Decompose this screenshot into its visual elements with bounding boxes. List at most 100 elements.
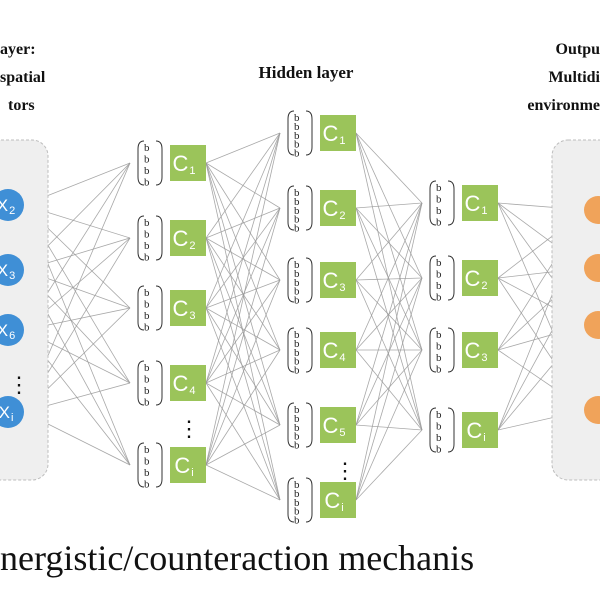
output-node-4 [584,396,600,424]
bracket-b-label: b [436,216,442,228]
bracket-b-label: b [144,165,150,177]
edge-line [355,202,423,426]
bracket-b-label: b [294,121,300,133]
edge-line [355,132,423,204]
hidden-node-square [462,412,498,448]
bracket-b-label: b [436,205,442,217]
hidden-node-square [170,145,206,181]
hidden-node-subscript: 2 [189,240,195,252]
bracket-b-label: b [294,112,300,124]
hidden-node-square [462,332,498,368]
bracket-b-label: b [144,217,150,229]
bracket-b-label: b [436,291,442,303]
input-ellipsis: ⋮ [8,372,30,397]
input-node-xi: Xi [0,396,24,428]
edge-line [355,279,423,431]
edge-line [205,307,281,351]
bracket-b-label: b [436,280,442,292]
bracket-left [429,180,437,226]
hidden-node-square [320,190,356,226]
edge-line [205,349,281,384]
edge-line [355,202,423,281]
bracket-b-label: b [144,321,150,333]
bracket-right [305,327,313,373]
input-node-circle [0,396,24,428]
bracket-b-label: b [436,443,442,455]
bracket-b-label: b [294,187,300,199]
edge-line [205,279,281,309]
bracket-b-label: b [294,479,300,491]
nodes-layer: X2X3X6XibbbbC1bbbbC2bbbbC3bbbbC4bbbbCibb… [0,110,600,527]
bracket-b-label: b [144,478,150,490]
hidden-node-subscript: 1 [481,205,487,217]
bracket-b-label: b [436,193,442,205]
edge-line [205,132,281,239]
mechanism-caption: nergistic/counteraction mechanis [0,538,474,578]
hidden-node-square [462,260,498,296]
hidden-node-subscript: i [341,502,343,514]
bracket-b-label: b [436,432,442,444]
bracket-b-label: b [294,329,300,341]
bracket-b-label: b [294,347,300,359]
bracket-b-label: b [294,139,300,151]
hidden-node-subscript: i [483,432,485,444]
edges-layer [23,132,587,501]
hidden-node-label: Ci [174,453,193,479]
input-layer-title-line1: ayer: [0,41,36,58]
hidden-node-square [170,447,206,483]
bracket-b-label: b [144,153,150,165]
bracket-b-label: b [294,365,300,377]
edge-line [355,429,423,501]
bracket-b-label: b [436,268,442,280]
bracket-right [447,180,455,226]
hidden-col2-ellipsis: ⋮ [334,458,356,483]
bracket-right [155,140,163,186]
edge-line [205,207,281,384]
input-node-circle [0,314,24,346]
edge-line [355,349,423,501]
bracket-right [447,327,455,373]
bracket-left [287,110,295,156]
input-node-circle [0,189,24,221]
bracket-b-label: b [144,298,150,310]
bracket-b-label: b [436,409,442,421]
bracket-b-label: b [436,329,442,341]
output-layer-title-line3: environme [527,97,600,114]
hidden-node-subscript: i [191,467,193,479]
bracket-left [287,402,295,448]
bracket-b-label: b [294,431,300,443]
hidden-node-subscript: 5 [339,427,345,439]
bracket-b-label: b [144,385,150,397]
bracket-b-label: b [436,182,442,194]
output-node-2 [584,254,600,282]
bracket-left [287,327,295,373]
bracket-right [305,110,313,156]
bracket-left [287,477,295,523]
bracket-b-label: b [436,352,442,364]
bracket-b-label: b [294,506,300,518]
bracket-b-label: b [144,176,150,188]
output-layer-title-line2: Multidi [548,69,600,86]
hidden-node-subscript: 1 [339,135,345,147]
hidden-node-subscript: 1 [189,165,195,177]
edge-line [355,202,423,209]
hidden-node-label: Ci [466,418,485,444]
bracket-b-label: b [294,422,300,434]
input-layer-title-line3: tors [8,97,35,114]
bracket-b-label: b [294,488,300,500]
bracket-b-label: b [144,251,150,263]
edge-line [355,277,423,281]
edge-line [355,202,423,351]
bracket-b-label: b [144,396,150,408]
edge-line [205,162,281,351]
hidden-node-subscript: 3 [481,352,487,364]
bracket-right [155,285,163,331]
input-panel [0,139,49,481]
bracket-right [155,215,163,261]
